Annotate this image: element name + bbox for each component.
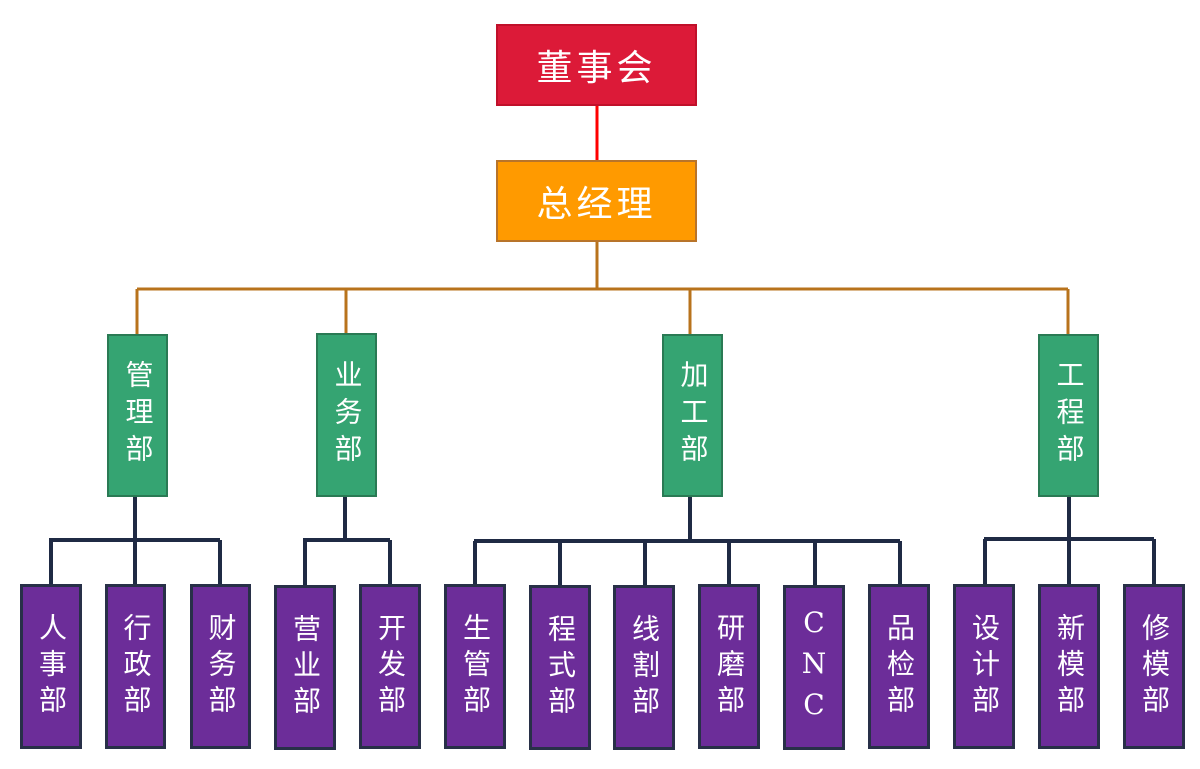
node-sub-label: 行政部 xyxy=(119,612,153,721)
node-sub-label: 研磨部 xyxy=(713,612,746,721)
node-dept-management-label: 管理部 xyxy=(121,360,155,471)
node-sub-label: CNC xyxy=(797,606,831,729)
node-sub-hr: 人事部 xyxy=(20,584,82,749)
node-sub-wire-cutting: 线割部 xyxy=(613,585,675,750)
node-sub-programming: 程式部 xyxy=(529,585,591,750)
node-dept-business-label: 业务部 xyxy=(330,359,364,471)
node-sub-grinding: 研磨部 xyxy=(698,584,760,749)
node-general-manager-label: 总经理 xyxy=(536,184,657,225)
node-board-label: 董事会 xyxy=(536,48,657,89)
node-sub-new-mold: 新模部 xyxy=(1038,584,1100,749)
node-dept-processing-label: 加工部 xyxy=(676,360,710,471)
node-sub-label: 程式部 xyxy=(544,613,577,722)
node-sub-label: 品检部 xyxy=(883,612,916,721)
node-dept-business: 业务部 xyxy=(316,333,377,497)
node-general-manager: 总经理 xyxy=(496,160,697,242)
node-board: 董事会 xyxy=(496,24,697,106)
node-dept-processing: 加工部 xyxy=(662,334,723,497)
node-sub-label: 生管部 xyxy=(459,612,492,721)
node-sub-label: 设计部 xyxy=(968,612,1001,721)
connector-gm-departments xyxy=(135,242,1070,334)
connector-dept-processing xyxy=(473,497,902,585)
node-sub-label: 线割部 xyxy=(628,613,661,722)
node-sub-sales: 营业部 xyxy=(274,585,336,750)
node-sub-finance: 财务部 xyxy=(190,584,251,749)
node-sub-label: 财务部 xyxy=(204,612,238,721)
node-sub-label: 修模部 xyxy=(1138,612,1171,721)
node-sub-label: 开发部 xyxy=(374,612,407,721)
node-sub-label: 人事部 xyxy=(35,612,68,721)
node-dept-management: 管理部 xyxy=(107,334,168,497)
connector-dept-business xyxy=(303,497,392,585)
node-sub-development: 开发部 xyxy=(359,584,421,749)
node-sub-label: 新模部 xyxy=(1053,612,1086,721)
connector-dept-management xyxy=(49,497,222,585)
connector-dept-engineering xyxy=(983,497,1156,585)
node-sub-production-control: 生管部 xyxy=(444,584,506,749)
node-dept-engineering: 工程部 xyxy=(1038,334,1099,497)
node-dept-engineering-label: 工程部 xyxy=(1052,360,1086,471)
node-sub-quality-inspection: 品检部 xyxy=(868,584,930,749)
node-sub-design: 设计部 xyxy=(953,584,1015,749)
node-sub-admin: 行政部 xyxy=(105,584,166,749)
node-sub-cnc: CNC xyxy=(783,585,845,750)
node-sub-label: 营业部 xyxy=(289,613,322,722)
node-sub-mold-repair: 修模部 xyxy=(1123,584,1185,749)
